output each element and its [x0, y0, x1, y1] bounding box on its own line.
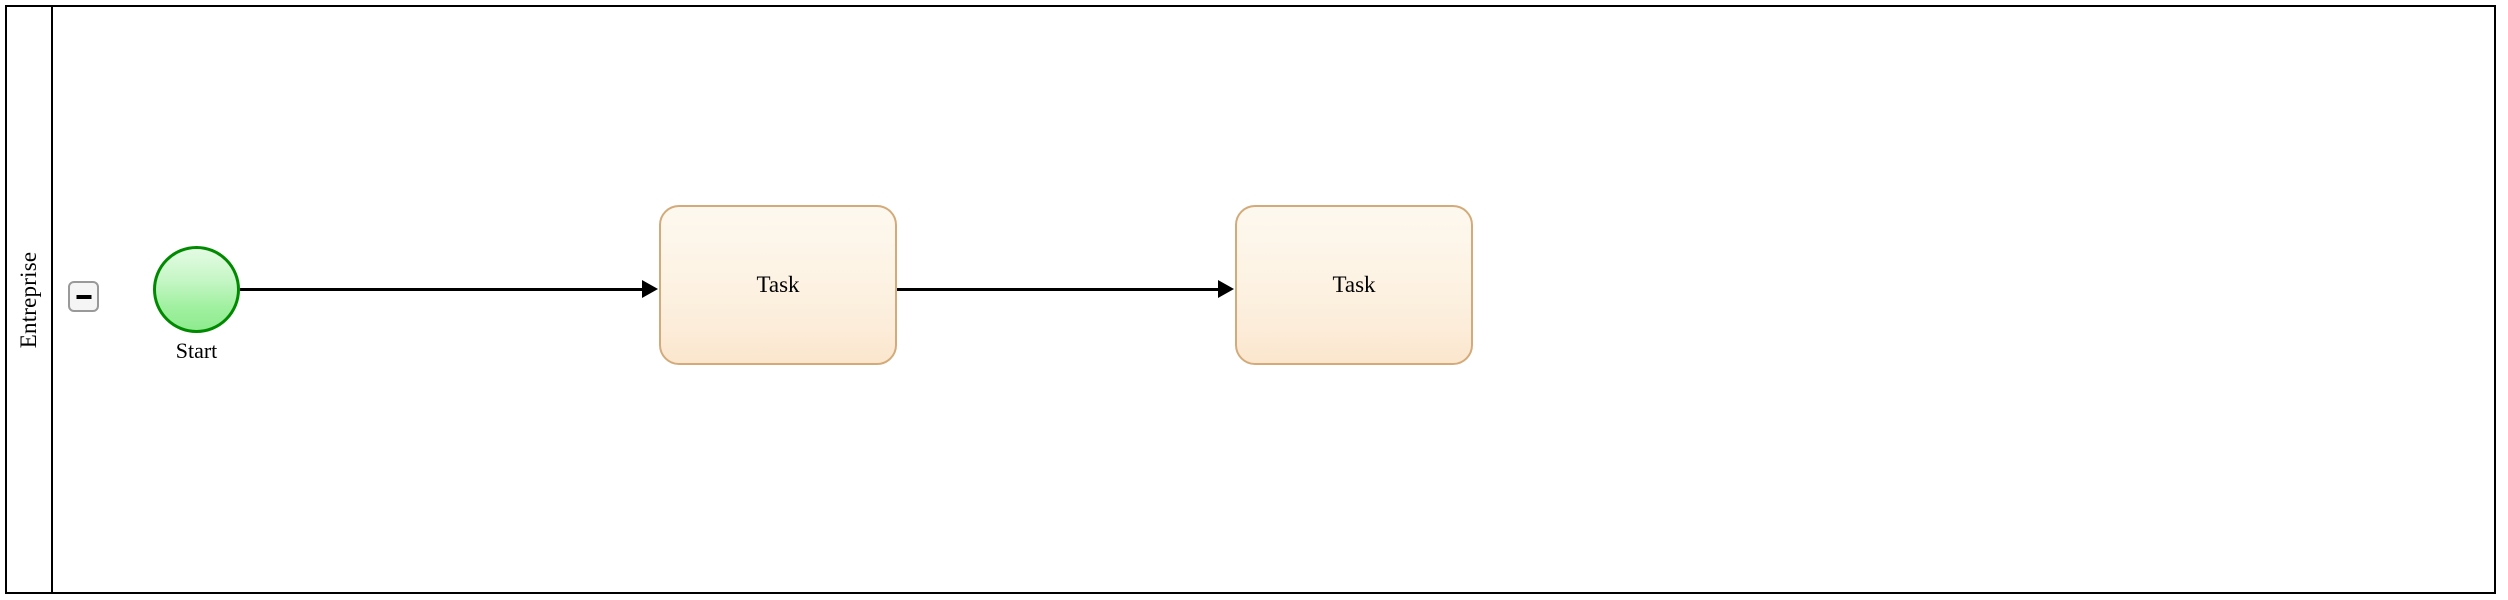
- start-event[interactable]: [153, 246, 240, 333]
- task-node-1[interactable]: Task: [659, 205, 897, 365]
- pool-name-label: Entreprise: [16, 251, 41, 348]
- start-event-circle-icon: [153, 246, 240, 333]
- sequence-flow-task1-to-task2[interactable]: [897, 288, 1218, 291]
- task-label: Task: [756, 272, 800, 297]
- sequence-flow-start-to-task1[interactable]: [240, 288, 644, 291]
- task-label: Task: [1332, 272, 1376, 297]
- pool-collapse-button[interactable]: [68, 281, 99, 312]
- minus-icon: [76, 294, 91, 299]
- arrowhead-icon: [1218, 280, 1234, 298]
- pool-entreprise[interactable]: Entreprise Start Task Task: [5, 5, 2496, 594]
- arrowhead-icon: [642, 280, 658, 298]
- task-node-2[interactable]: Task: [1235, 205, 1473, 365]
- start-event-label: Start: [175, 338, 218, 363]
- pool-header[interactable]: Entreprise: [7, 7, 53, 592]
